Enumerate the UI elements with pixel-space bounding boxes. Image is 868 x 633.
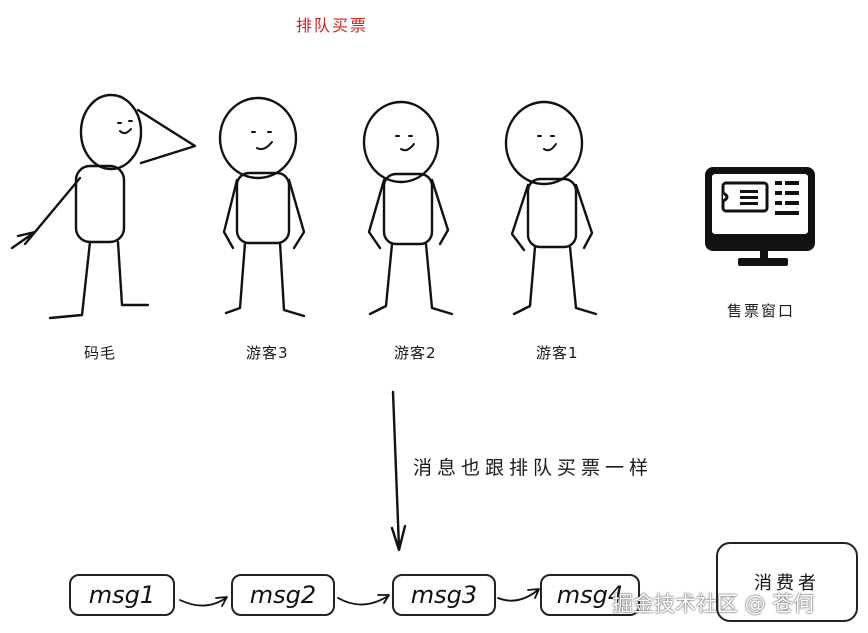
arrow-msg1-msg2 [179,596,228,607]
person-label-mamao: 码毛 [84,344,117,362]
diagram-title: 排队买票 [296,16,369,35]
watermark: 掘金技术社区 @ 苍何 [612,592,815,616]
arrow-msg3-msg4 [497,588,540,602]
ticket-monitor-icon [705,167,815,266]
message-box-msg3: msg3 [392,574,496,616]
consumer-box: 消费者 [716,542,858,622]
person-visitor3-figure [218,96,306,318]
person-label-visitor3: 游客3 [246,344,289,362]
message-box-msg1: msg1 [69,574,175,616]
person-label-visitor1: 游客1 [536,344,579,362]
message-box-msg2: msg2 [231,574,335,616]
arrow-msg2-msg3 [337,594,390,606]
person-mamao-figure [10,93,197,320]
person-visitor2-figure [362,100,454,316]
queue-note: 消息也跟排队买票一样 [413,457,654,479]
ticket-window-label: 售票窗口 [727,302,796,320]
message-box-msg4: msg4 [540,574,640,616]
down-arrow [390,390,407,552]
person-label-visitor2: 游客2 [394,344,437,362]
person-visitor1-figure [504,100,598,316]
